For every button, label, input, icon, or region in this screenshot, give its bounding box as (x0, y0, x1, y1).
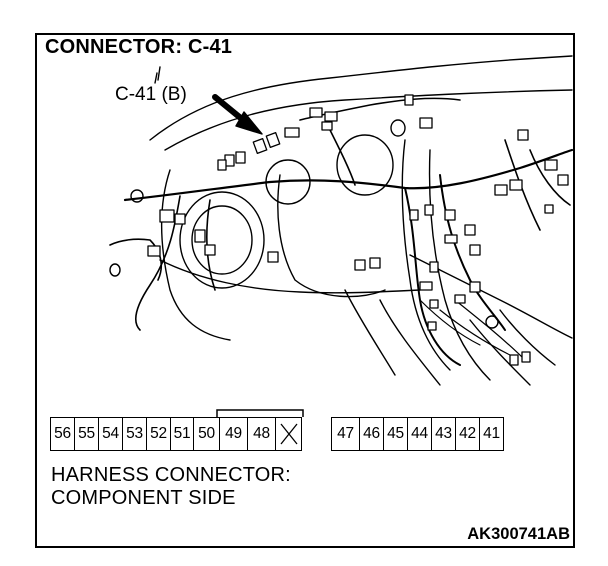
connector-pin: 43 (431, 418, 455, 450)
connector-pin: 48 (247, 418, 275, 450)
grommet-low (109, 263, 121, 277)
dash-column (401, 139, 451, 371)
connector-pin: 56 (50, 418, 74, 450)
x-mark-icon (275, 418, 301, 450)
dash-center-panel (277, 174, 386, 298)
connector-pin: 54 (98, 418, 122, 450)
figure-frame (35, 33, 575, 548)
wires-lower (419, 299, 526, 361)
callout-leader (154, 66, 161, 84)
main-harness (123, 148, 574, 202)
connector-pin: 45 (383, 418, 407, 450)
connector-title: CONNECTOR: C-41 (45, 36, 233, 58)
lower-fascia-2 (469, 309, 556, 386)
dash-lower-edge (159, 259, 421, 294)
connector-pin: 53 (122, 418, 146, 450)
lower-fascia (344, 289, 441, 386)
gauge-left (179, 191, 265, 289)
grommet-right (390, 119, 406, 137)
connector-pin: 44 (407, 418, 431, 450)
connector-blocks (147, 94, 569, 366)
harness-upper (299, 97, 461, 186)
caption-line-1: HARNESS CONNECTOR: (51, 464, 291, 486)
caption-line-2: COMPONENT SIDE (51, 487, 236, 509)
connector-pin: 51 (170, 418, 193, 450)
gauge-left-inner (191, 205, 253, 275)
connector-callout-label: C-41 (B) (115, 84, 187, 105)
connector-pin-row-left: 56 55 54 53 52 51 50 49 48 (50, 417, 302, 451)
connector-caption: HARNESS CONNECTOR: COMPONENT SIDE (51, 464, 291, 510)
grommet-left (130, 189, 144, 203)
gauge-center-b (336, 134, 394, 196)
dash-top-outline (149, 55, 573, 141)
connector-pin: 42 (455, 418, 479, 450)
connector-pin: 49 (219, 418, 247, 450)
connector-pin: 52 (146, 418, 170, 450)
callout-arrow-head (235, 111, 263, 135)
harness-branch-2 (439, 174, 506, 331)
harness-left-low (109, 238, 162, 281)
figure-code: AK300741AB (467, 525, 570, 543)
connector-pin: 47 (331, 418, 359, 450)
dash-left-panel (161, 169, 231, 341)
dash-column-2 (428, 149, 491, 381)
connector-pin: 55 (74, 418, 98, 450)
connector-pin: 41 (479, 418, 503, 450)
connector-pin: 50 (193, 418, 219, 450)
dash-top-inner (164, 89, 573, 151)
connector-pin: 46 (359, 418, 383, 450)
connector-pin-row-right: 47 46 45 44 43 42 41 (331, 417, 504, 451)
